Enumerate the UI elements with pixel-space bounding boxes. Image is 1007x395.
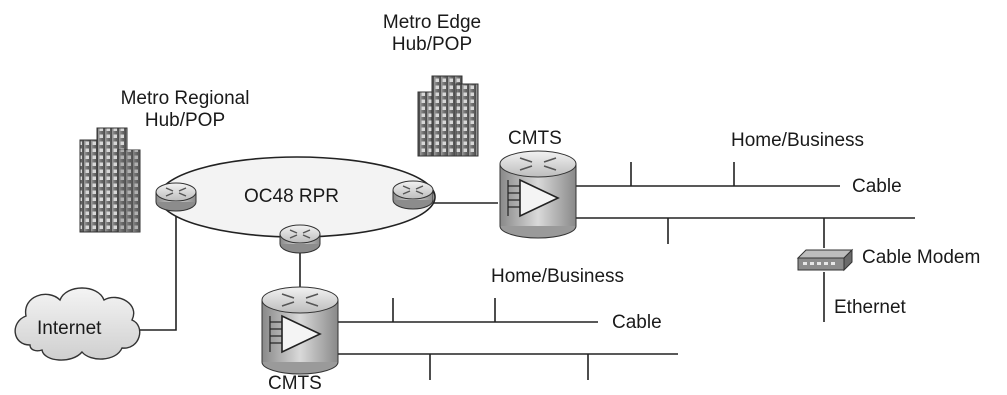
ethernet-label: Ethernet [834, 297, 906, 318]
metro-edge-label: Metro Edge Hub/POP [372, 12, 492, 56]
ring-bottom-router-icon [279, 224, 321, 254]
cmts-bottom-label: CMTS [268, 373, 322, 394]
internet-label: Internet [37, 318, 102, 339]
metro-regional-building-icon [79, 127, 141, 233]
metro-edge-building-icon [417, 75, 479, 157]
metro-edge-label-line2: Hub/POP [391, 34, 473, 55]
top-cable-plant [576, 162, 915, 322]
ring-label: OC48 RPR [244, 186, 340, 207]
cmts-bottom-icon [261, 286, 339, 375]
edge-router-icon [392, 180, 434, 210]
cable-modem-icon [796, 248, 854, 272]
cable-modem-label: Cable Modem [862, 247, 981, 268]
metro-regional-label-line2: Hub/POP [144, 110, 226, 131]
home-business-bottom-label: Home/Business [491, 266, 625, 287]
metro-edge-label-line1: Metro Edge [382, 12, 482, 33]
bottom-cable-plant [338, 298, 678, 380]
metro-regional-label: Metro Regional Hub/POP [100, 88, 270, 132]
cable-bottom-label: Cable [612, 312, 662, 333]
regional-router-icon [155, 182, 197, 212]
connection-lines [133, 202, 498, 331]
regional-to-internet-link [133, 212, 177, 331]
metro-regional-label-line1: Metro Regional [120, 88, 250, 109]
internet-cloud-icon [14, 287, 141, 361]
cmts-top-label: CMTS [508, 128, 562, 149]
cmts-top-icon [499, 150, 577, 239]
cable-top-label: Cable [852, 176, 902, 197]
home-business-top-label: Home/Business [731, 130, 865, 151]
